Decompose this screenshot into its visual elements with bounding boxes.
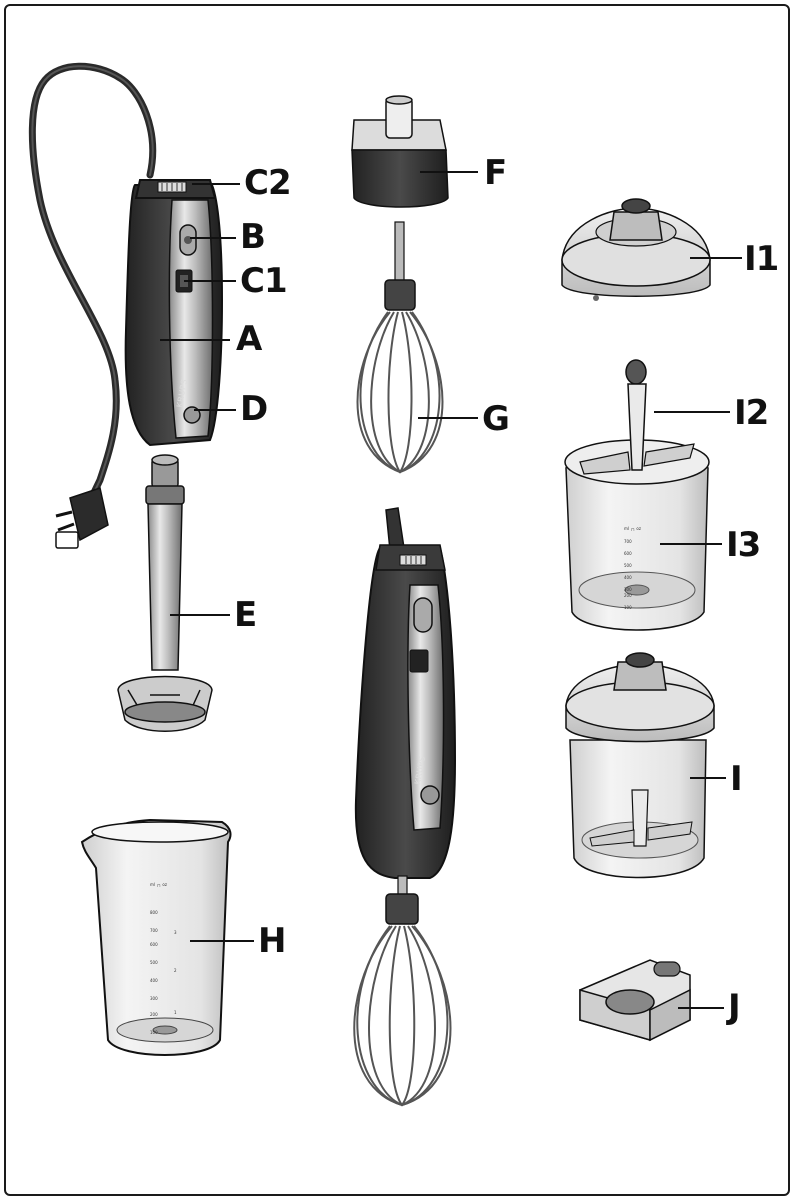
svg-text:600: 600 xyxy=(150,942,158,947)
measuring-jug-h: ml ┌┐ oz 800 700 600 500 400 300 200 100… xyxy=(80,818,254,1056)
label-f: F xyxy=(484,153,507,193)
assembled-chopper-i xyxy=(565,652,726,879)
label-e: E xyxy=(234,595,257,635)
label-i3: I3 xyxy=(726,525,761,565)
motor-unit-a: KRUPS xyxy=(28,62,240,549)
svg-text:100: 100 xyxy=(624,605,632,610)
svg-text:400: 400 xyxy=(150,978,158,983)
svg-text:300: 300 xyxy=(150,996,158,1001)
page-border xyxy=(4,4,790,1196)
wall-holder-j xyxy=(579,959,724,1042)
svg-text:1: 1 xyxy=(174,1010,177,1015)
chopper-lid-i1 xyxy=(561,198,742,301)
bowl-scale-units: ml ┌┐ oz xyxy=(624,526,641,531)
svg-text:600: 600 xyxy=(624,551,632,556)
power-plug xyxy=(55,487,109,549)
label-c2: C2 xyxy=(244,163,292,203)
whisk-gearbox-f xyxy=(351,95,478,208)
label-j: J xyxy=(728,987,741,1027)
assembled-whisk-unit: KRUPS xyxy=(353,507,457,1107)
label-i: I xyxy=(730,759,743,799)
whisk-g xyxy=(356,221,478,474)
jug-scale-ticks: 800 700 600 500 400 300 200 100 3 2 1 xyxy=(150,910,177,1035)
svg-text:500: 500 xyxy=(150,960,158,965)
svg-text:3: 3 xyxy=(174,930,177,935)
svg-text:200: 200 xyxy=(150,1012,158,1017)
svg-text:700: 700 xyxy=(624,539,632,544)
svg-text:700: 700 xyxy=(150,928,158,933)
svg-text:100: 100 xyxy=(150,1030,158,1035)
label-c1: C1 xyxy=(240,261,288,301)
svg-text:200: 200 xyxy=(624,593,632,598)
label-h: H xyxy=(258,921,286,961)
svg-text:300: 300 xyxy=(624,587,632,592)
label-i1: I1 xyxy=(744,239,779,279)
chopper-blade-i2 xyxy=(579,359,730,475)
label-d: D xyxy=(240,389,268,429)
svg-text:500: 500 xyxy=(624,563,632,568)
svg-text:800: 800 xyxy=(150,910,158,915)
jug-scale-units: ml ┌┐ oz xyxy=(150,882,167,887)
svg-text:2: 2 xyxy=(174,968,177,973)
label-b: B xyxy=(240,217,266,257)
label-a: A xyxy=(236,319,262,359)
label-g: G xyxy=(482,399,510,439)
blender-foot-e xyxy=(117,454,230,732)
label-i2: I2 xyxy=(734,393,769,433)
svg-text:400: 400 xyxy=(624,575,632,580)
bowl-scale-ticks: 700 600 500 400 300 200 100 xyxy=(624,539,632,610)
